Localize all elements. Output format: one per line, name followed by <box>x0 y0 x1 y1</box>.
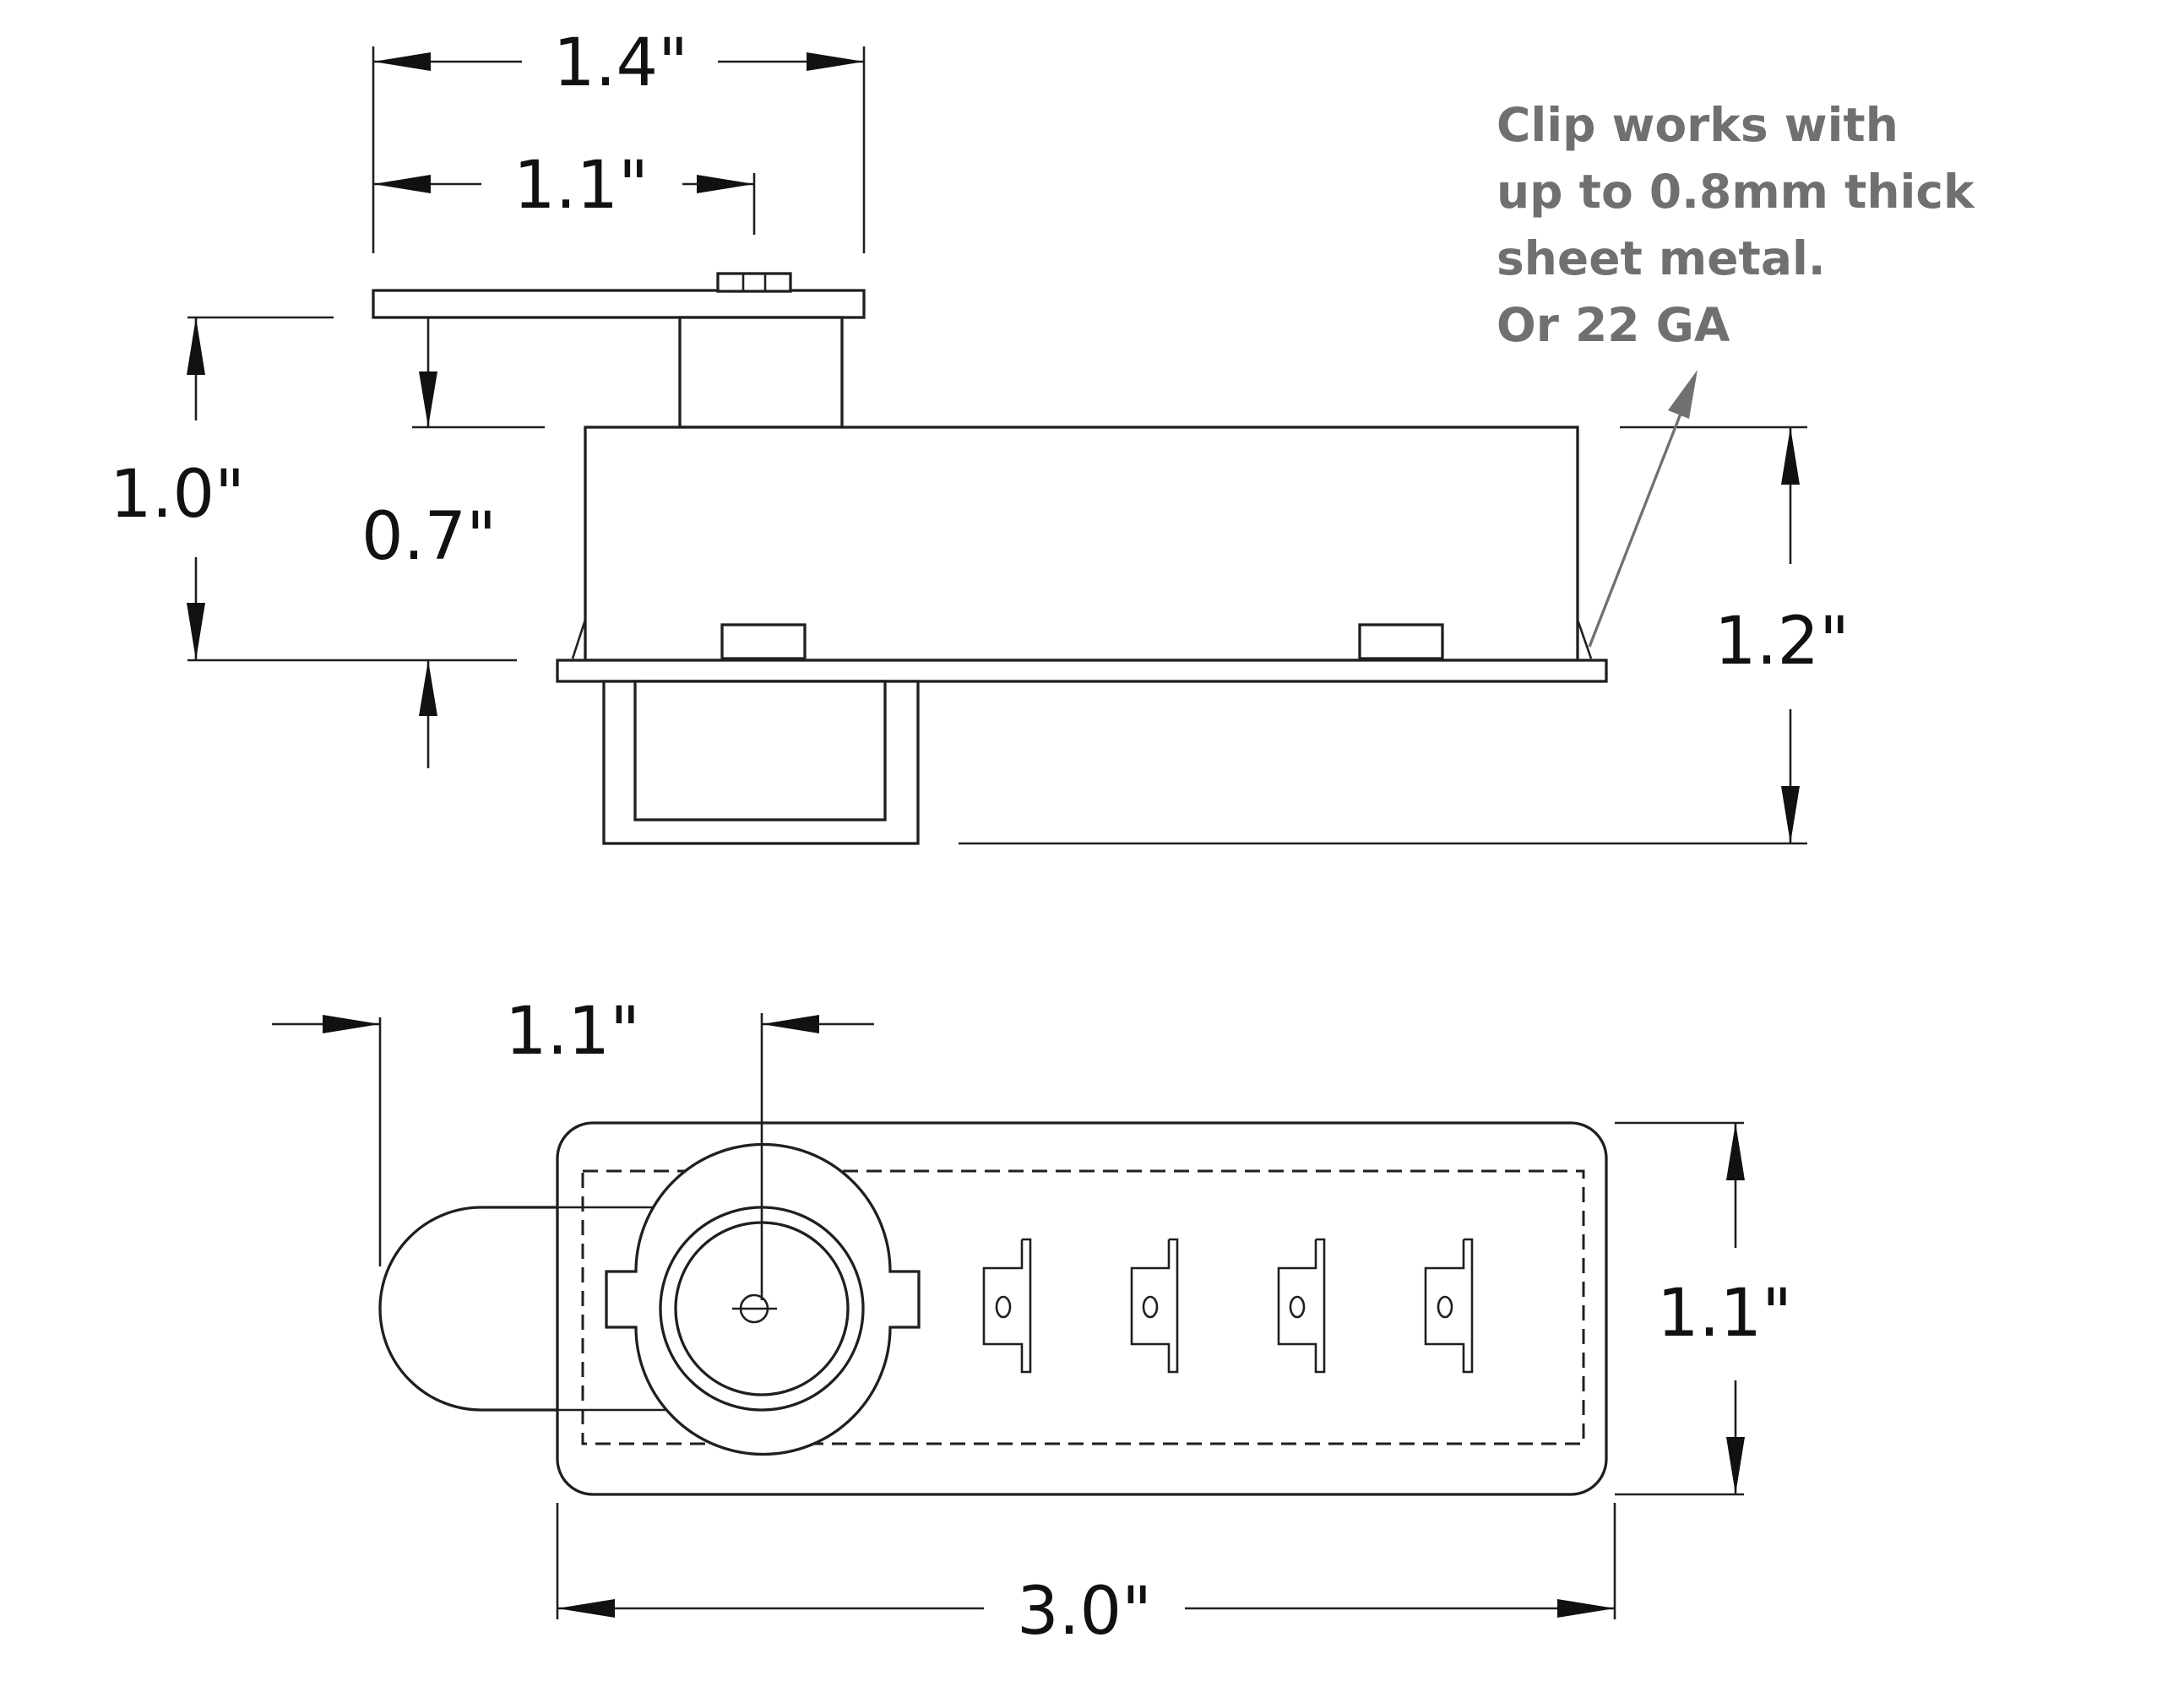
body-pad-right <box>1358 623 1444 660</box>
arrowhead <box>373 52 431 71</box>
note-leader-arrowhead <box>1668 370 1698 419</box>
dim-label-height-left: 1.0" <box>110 457 245 533</box>
dim-label-overall-width: 1.4" <box>553 25 688 101</box>
dim-label-clip-width: 1.1" <box>513 148 649 224</box>
arrowhead <box>373 175 431 193</box>
note-block: Clip works with up to 0.8mm thick sheet … <box>1497 98 1975 352</box>
base-plate <box>556 659 1608 683</box>
arrowhead <box>187 603 205 660</box>
clip-post <box>678 316 844 429</box>
arrowhead <box>697 175 754 193</box>
dial-4 <box>1424 1238 1474 1374</box>
body-tab-left <box>571 619 587 659</box>
note-line-3: sheet metal. <box>1497 231 1826 285</box>
note-line-1: Clip works with <box>1497 98 1899 152</box>
latch-tongue <box>378 1206 557 1412</box>
arrowhead <box>807 52 864 71</box>
arrowhead <box>419 371 437 427</box>
arrowhead <box>187 317 205 375</box>
dial-3 <box>1277 1238 1326 1374</box>
dim-label-height-right: 1.2" <box>1714 604 1850 680</box>
dial-1 <box>982 1238 1032 1374</box>
clip-plate <box>372 289 866 319</box>
dim-label-top-height: 1.1" <box>1657 1276 1792 1352</box>
arrowhead <box>323 1015 380 1033</box>
arrowhead <box>557 1599 615 1618</box>
note-line-4: Or 22 GA <box>1497 298 1730 352</box>
lock-body <box>584 426 1579 662</box>
dim-label-length: 3.0" <box>1017 1574 1152 1650</box>
arrowhead <box>1781 427 1800 485</box>
note-line-2: up to 0.8mm thick <box>1497 165 1975 219</box>
arrowhead <box>419 660 437 716</box>
side-view: 1.4" 1.1" 1.0" 0.7" 1.2" <box>110 25 1850 845</box>
note-leader-line <box>1588 413 1682 648</box>
arrowhead <box>762 1015 819 1033</box>
arrowhead <box>1726 1123 1745 1180</box>
arrowhead <box>1557 1599 1615 1618</box>
arrowhead <box>1781 786 1800 843</box>
top-view: 1.1" 1.1" 3.0" <box>272 994 1792 1650</box>
cam-inner <box>633 680 887 821</box>
arrowhead <box>1726 1437 1745 1494</box>
screw-head <box>716 272 792 293</box>
body-tab-right <box>1576 619 1593 659</box>
sheet-metal-outline <box>581 1169 1585 1445</box>
body-pad-left <box>720 623 807 660</box>
dim-label-offset: 1.1" <box>505 994 640 1070</box>
dim-label-height-inner: 0.7" <box>361 499 497 575</box>
dial-2 <box>1130 1238 1179 1374</box>
